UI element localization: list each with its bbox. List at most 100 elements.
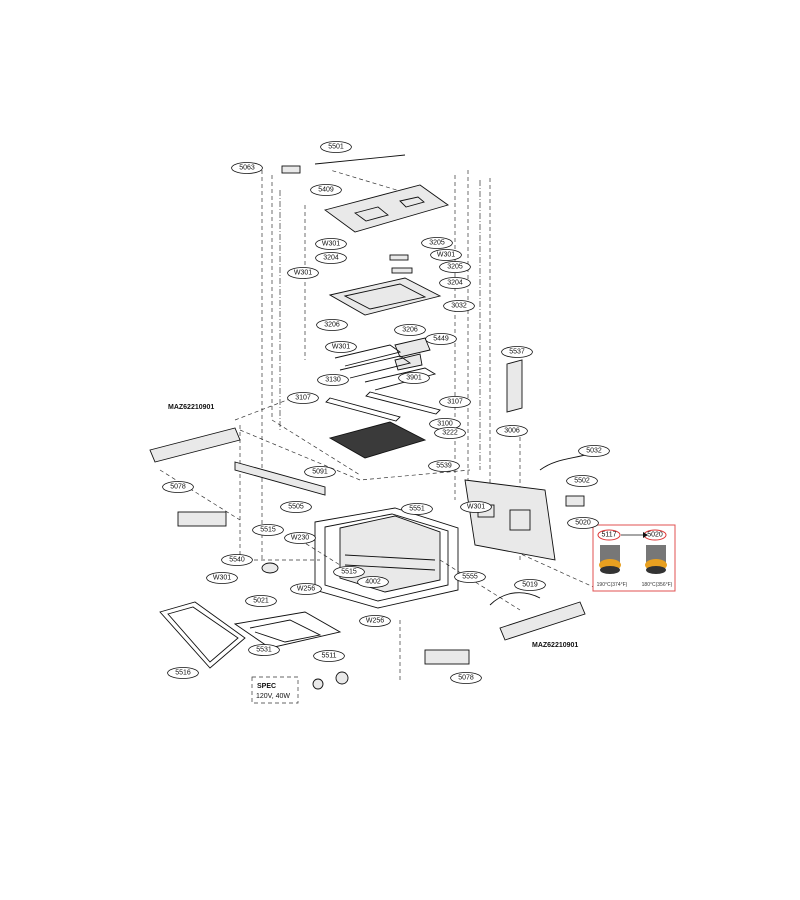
callout-w256: W256 [359, 615, 391, 627]
callout-oval [284, 532, 316, 544]
rack-5531 [233, 611, 342, 649]
maz-top-label: MAZ62210901 [168, 404, 214, 411]
callout-oval [566, 475, 598, 487]
callout-oval [430, 249, 462, 261]
callout-text: 5505 [288, 504, 304, 511]
inset-right-caption: 180°C(356°F) [642, 582, 673, 588]
callout-text: 3206 [402, 327, 418, 334]
callout-text: 5515 [260, 527, 276, 534]
callout-text: 5078 [458, 675, 474, 682]
callout-oval [248, 644, 280, 656]
callout-5020: 5020 [567, 517, 599, 529]
callout-oval [450, 672, 482, 684]
heater-element-3130 [334, 344, 402, 367]
callout-text: 5019 [522, 582, 538, 589]
callout-5078: 5078 [450, 672, 482, 684]
callout-w301: W301 [430, 249, 462, 261]
callout-text: W301 [332, 344, 350, 351]
bracket-5449 [394, 337, 431, 358]
callout-oval [206, 572, 238, 584]
knob-5540 [261, 562, 279, 574]
lamp-5511 [335, 671, 349, 685]
callout-5501: 5501 [320, 141, 352, 153]
callout-5078: 5078 [162, 481, 194, 493]
bracket-3204 [391, 267, 413, 274]
callout-text: 3100 [437, 421, 453, 428]
callout-3006: 3006 [496, 425, 528, 437]
callout-w256: W256 [290, 583, 322, 595]
callout-3130: 3130 [317, 374, 349, 386]
thermostat-5078-right [424, 649, 470, 665]
callout-3205: 3205 [421, 237, 453, 249]
callout-oval [428, 460, 460, 472]
inset-left-caption: 190°C(374°F) [597, 582, 628, 588]
inset-left-label: 5117 [601, 532, 616, 539]
callout-5555: 5555 [454, 571, 486, 583]
callout-oval [280, 501, 312, 513]
callout-text: W256 [297, 586, 315, 593]
callout-text: 3032 [451, 303, 467, 310]
callout-oval [421, 237, 453, 249]
callout-text: 3107 [295, 395, 311, 402]
callout-oval [357, 576, 389, 588]
callout-oval [325, 341, 357, 353]
callout-text: 3204 [323, 255, 339, 262]
callout-text: 3901 [406, 375, 422, 382]
callout-3032: 3032 [443, 300, 475, 312]
callout-5409: 5409 [310, 184, 342, 196]
callout-3206: 3206 [316, 319, 348, 331]
callout-3107: 3107 [287, 392, 319, 404]
callout-5032: 5032 [578, 445, 610, 457]
left-side-bracket [149, 427, 241, 463]
callout-oval [231, 162, 263, 174]
callout-text: 5511 [321, 653, 336, 660]
bracket-3205 [389, 254, 409, 261]
callout-oval [401, 503, 433, 515]
switch-5502 [565, 495, 585, 507]
callout-text: 5539 [436, 463, 452, 470]
callout-oval [287, 267, 319, 279]
callout-w230: W230 [284, 532, 316, 544]
callout-oval [313, 650, 345, 662]
callout-oval [501, 346, 533, 358]
callout-text: 5449 [433, 336, 449, 343]
callout-text: 5021 [253, 598, 269, 605]
callout-5511: 5511 [313, 650, 345, 662]
spec-box [251, 676, 299, 704]
callout-4002: 4002 [357, 576, 389, 588]
callout-text: 5020 [575, 520, 591, 527]
callout-5021: 5021 [245, 595, 277, 607]
callout-text: 3206 [324, 322, 340, 329]
callout-text: W256 [366, 618, 384, 625]
callout-5515: 5515 [252, 524, 284, 536]
callout-w301: W301 [460, 501, 492, 513]
callout-oval [252, 524, 284, 536]
callout-5537: 5537 [501, 346, 533, 358]
callout-oval [317, 374, 349, 386]
callout-text: 5032 [586, 448, 602, 455]
callout-oval [425, 333, 457, 345]
callout-w301: W301 [325, 341, 357, 353]
callout-3206: 3206 [394, 324, 426, 336]
mesh-tray-3222 [328, 421, 427, 459]
callout-5019: 5019 [514, 579, 546, 591]
callout-oval [454, 571, 486, 583]
callout-text: 5516 [175, 670, 191, 677]
callout-oval [398, 372, 430, 384]
spec-value: 120V, 40W [256, 693, 290, 700]
callout-oval [394, 324, 426, 336]
right-side-bracket [499, 601, 586, 641]
callout-oval [333, 566, 365, 578]
callout-text: W301 [437, 252, 455, 259]
callout-oval [316, 319, 348, 331]
callout-text: 3130 [325, 377, 341, 384]
callout-5502: 5502 [566, 475, 598, 487]
spec-title: SPEC [257, 683, 276, 690]
callout-text: 5502 [574, 478, 590, 485]
callout-text: 3006 [504, 428, 520, 435]
callout-w301: W301 [315, 238, 347, 250]
callout-5449: 5449 [425, 333, 457, 345]
wire-5019 [489, 592, 541, 606]
callout-text: 5063 [239, 165, 255, 172]
